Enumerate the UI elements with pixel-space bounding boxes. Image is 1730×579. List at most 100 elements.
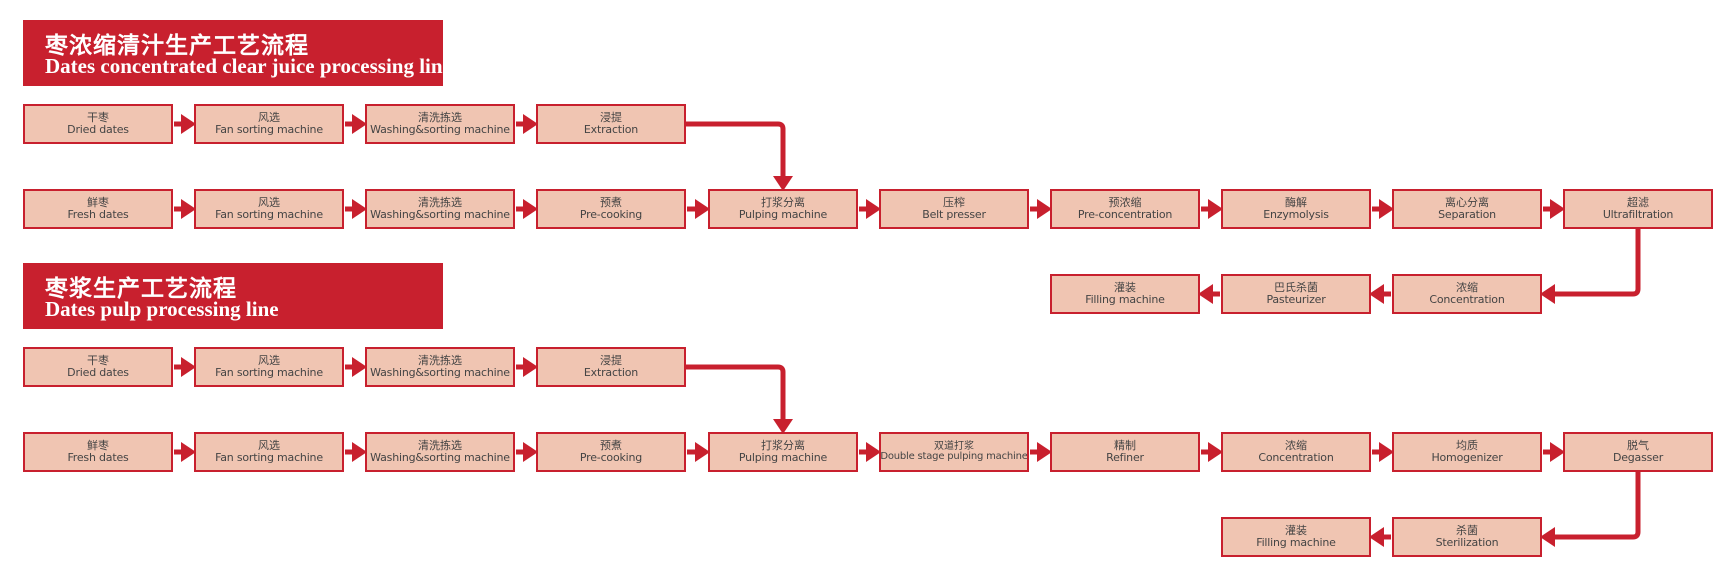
step-label-zh: 鲜枣 [87,439,109,452]
clear-juice-title-zh: 枣浓缩清汁生产工艺流程 [45,32,309,59]
step-label-en: Extraction [583,123,639,136]
step-label-zh: 预煮 [600,196,622,209]
step-label-en: Ultrafiltration [1602,208,1674,221]
step-label-en: Belt presser [922,208,986,221]
step-label-zh: 预煮 [600,439,622,452]
step-label-en: Sterilization [1435,536,1499,549]
pulp-title-en: Dates pulp processing line [45,297,279,321]
step-label-zh: 浸提 [600,354,622,367]
step-label-en: Pulping machine [738,451,828,464]
step-label-en: Concentration [1258,451,1334,464]
step-label-en: Fan sorting machine [215,123,323,136]
step-label-en: Washing&sorting machine [370,366,510,379]
step-label-en: Fan sorting machine [215,208,323,221]
step-label-zh: 精制 [1114,439,1136,452]
step-label-zh: 风选 [258,111,280,124]
step-label-en: Pasteurizer [1266,293,1326,306]
step-label-zh: 双道打浆 [934,441,974,452]
step-label-zh: 干枣 [87,111,109,124]
pulp-line-banner: 枣浆生产工艺流程 Dates pulp processing line [23,263,443,329]
step-label-zh: 打浆分离 [761,439,805,452]
step-label-zh: 风选 [258,196,280,209]
step-label-zh: 灌装 [1114,281,1136,294]
step-label-en: Separation [1438,208,1496,221]
step-label-zh: 巴氏杀菌 [1274,281,1318,294]
step-label-en: Dried dates [67,366,129,379]
step-label-en: Fresh dates [67,451,129,464]
step-label-zh: 超滤 [1627,196,1649,209]
step-label-en: Fan sorting machine [215,366,323,379]
step-label-en: Washing&sorting machine [370,208,510,221]
step-label-en: Refiner [1106,451,1144,464]
step-label-en: Degasser [1612,451,1664,464]
step-label-en: Filling machine [1085,293,1165,306]
step-label-zh: 风选 [258,439,280,452]
step-label-zh: 浓缩 [1285,439,1307,452]
step-label-en: Washing&sorting machine [370,123,510,136]
step-label-zh: 灌装 [1285,524,1307,537]
l2-degasser-to-sterilization-arrow [1540,472,1641,547]
step-label-en: Pre-cooking [579,208,643,221]
step-label-en: Dried dates [67,123,129,136]
step-label-zh: 杀菌 [1456,524,1478,537]
step-label-en: Double stage pulping machine [880,451,1028,462]
step-label-en: Enzymolysis [1263,208,1329,221]
step-label-zh: 浸提 [600,111,622,124]
step-label-zh: 清洗拣选 [418,196,462,209]
step-label-en: Pulping machine [738,208,828,221]
step-label-zh: 离心分离 [1445,196,1489,209]
step-label-en: Fan sorting machine [215,451,323,464]
step-label-zh: 打浆分离 [761,196,805,209]
step-label-zh: 酶解 [1285,196,1307,209]
l1-extraction-to-pulping-arrow [686,121,793,191]
step-label-en: Pre-concentration [1077,208,1173,221]
step-label-zh: 清洗拣选 [418,439,462,452]
step-label-zh: 压榨 [943,196,965,209]
clear-juice-line-banner: 枣浓缩清汁生产工艺流程 Dates concentrated clear jui… [23,20,452,86]
step-label-en: Extraction [583,366,639,379]
l2-extraction-to-pulping-arrow [686,364,793,434]
step-label-zh: 风选 [258,354,280,367]
pulp-title-zh: 枣浆生产工艺流程 [45,275,237,302]
step-label-en: Homogenizer [1431,451,1503,464]
step-label-zh: 干枣 [87,354,109,367]
step-label-zh: 清洗拣选 [418,111,462,124]
step-label-en: Fresh dates [67,208,129,221]
step-label-zh: 均质 [1456,439,1478,452]
step-label-zh: 脱气 [1627,439,1649,452]
step-label-en: Washing&sorting machine [370,451,510,464]
clear-juice-title-en: Dates concentrated clear juice processin… [45,54,452,78]
